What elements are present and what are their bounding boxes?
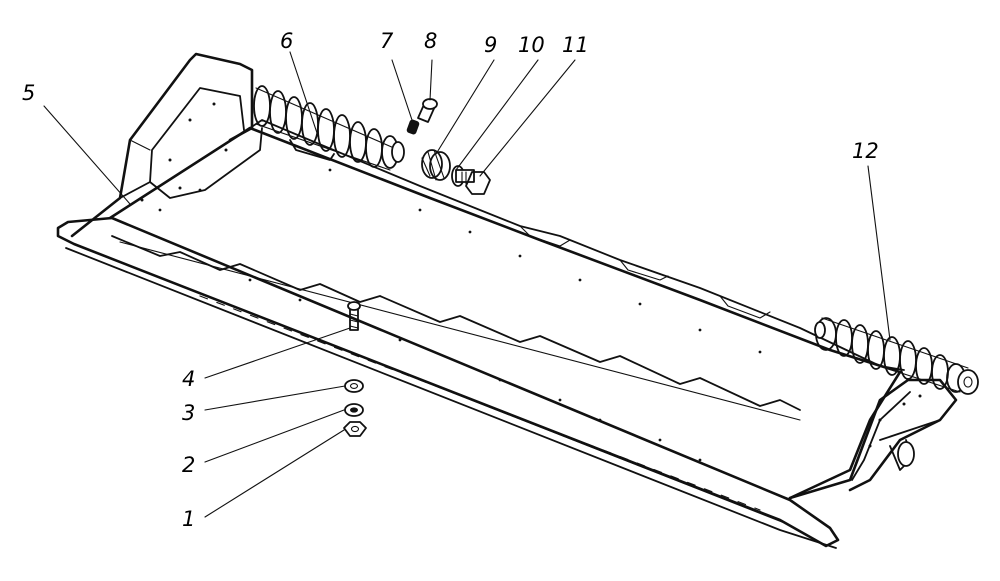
leader-line-11	[479, 59, 576, 177]
callout-2: 2	[182, 453, 195, 477]
callout-3: 3	[182, 401, 195, 425]
callout-11: 11	[562, 33, 589, 57]
callout-labels: 1 2 3 4 5 6 7 8 9 10 11 12	[22, 29, 879, 531]
leader-line-6	[289, 51, 319, 137]
left-end-bracket	[70, 52, 263, 238]
callout-5: 5	[22, 81, 35, 105]
bolt-part-4	[347, 301, 361, 331]
left-coil-spring	[253, 85, 405, 171]
callout-1: 1	[182, 507, 195, 531]
right-coil-spring	[814, 317, 979, 395]
leader-line-10	[455, 59, 539, 171]
main-panel	[56, 119, 905, 549]
callout-10: 10	[518, 33, 545, 57]
callout-4: 4	[182, 367, 195, 391]
leader-line-4	[204, 327, 351, 379]
lock-washer-part-2	[344, 403, 364, 417]
washer-part-3	[344, 379, 364, 393]
leader-line-2	[204, 409, 345, 463]
leader-line-9	[435, 59, 495, 155]
leader-lines	[43, 51, 891, 518]
leader-line-5	[43, 105, 131, 205]
tension-adjuster-parts	[421, 149, 491, 195]
leader-line-1	[204, 429, 345, 518]
leader-line-7	[391, 59, 413, 121]
right-end-bracket	[788, 378, 958, 500]
leader-line-8	[429, 59, 433, 101]
callout-7: 7	[380, 29, 394, 53]
leader-line-3	[204, 385, 346, 411]
callout-6: 6	[280, 29, 293, 53]
callout-12: 12	[852, 139, 879, 163]
callout-8: 8	[424, 29, 437, 53]
nut-part-1	[343, 421, 367, 437]
callout-9: 9	[484, 33, 497, 57]
leader-line-12	[867, 165, 891, 341]
